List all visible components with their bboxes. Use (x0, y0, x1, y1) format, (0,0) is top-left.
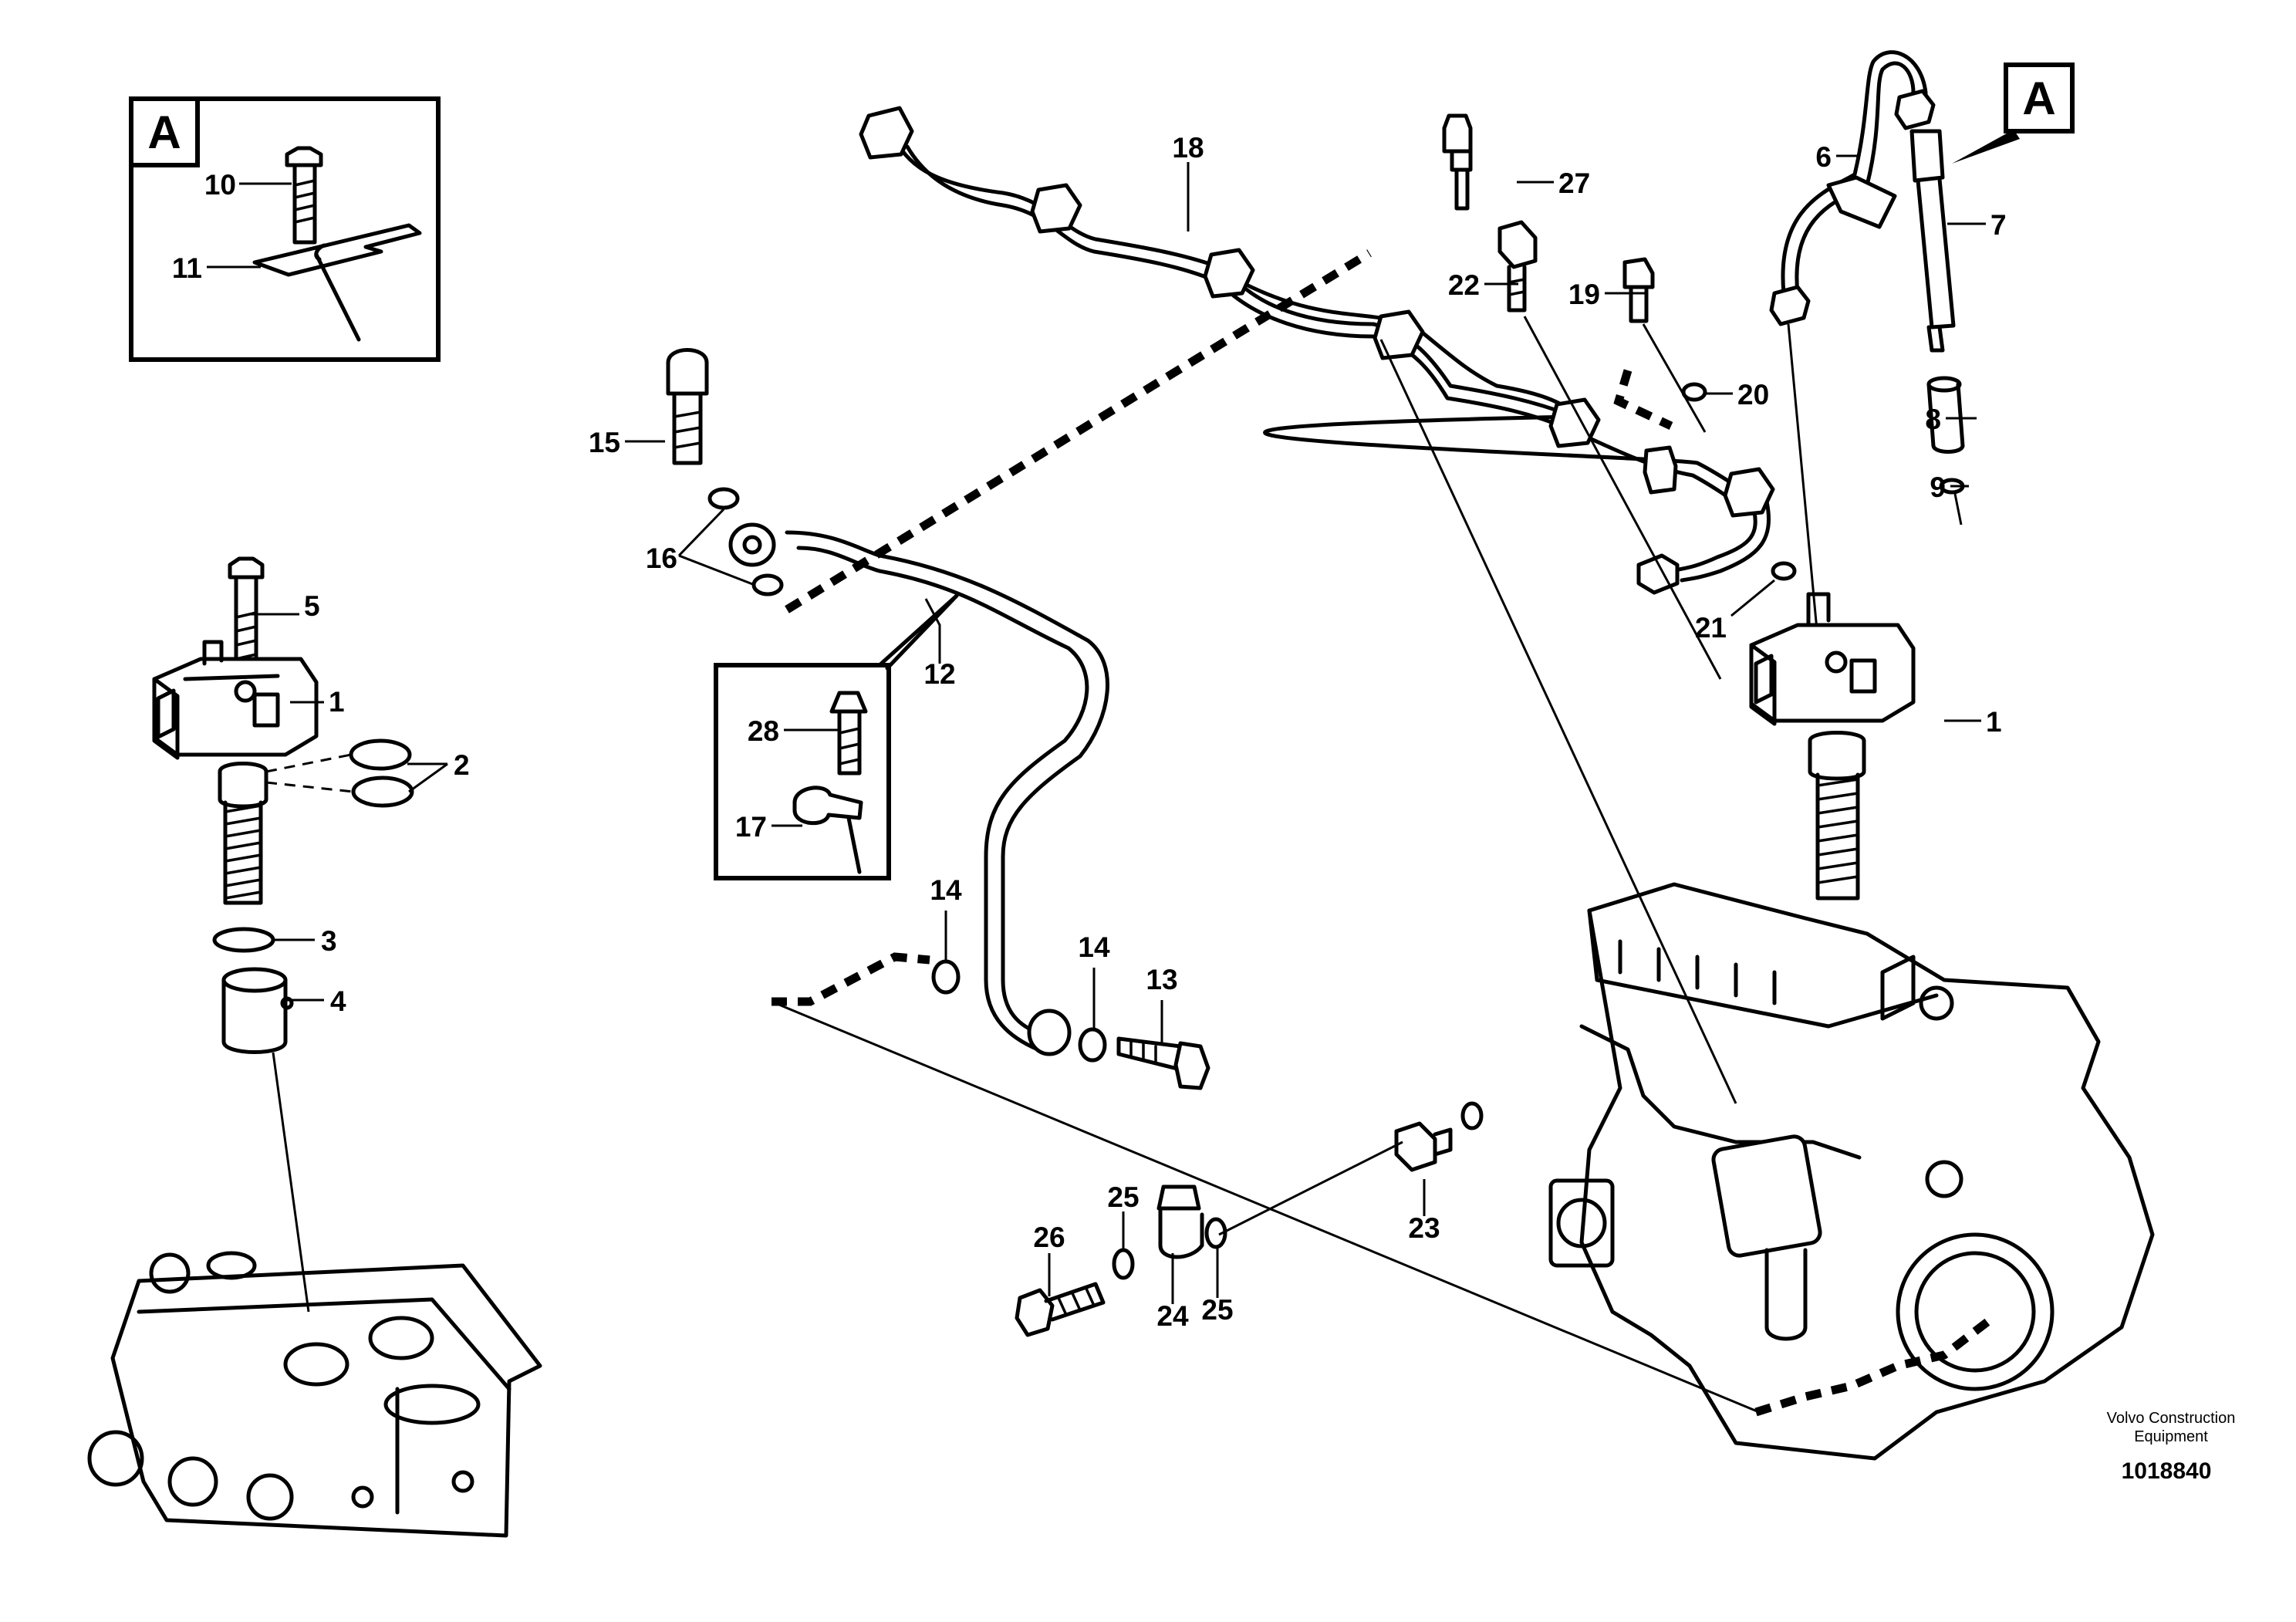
callout-12: 12 (923, 658, 955, 690)
company-name-line2: Equipment (2134, 1428, 2208, 1445)
clamp-18a (1030, 183, 1082, 234)
washer-25b (1204, 1217, 1227, 1249)
o-ring-2b (351, 776, 414, 808)
callout-9: 9 (1930, 471, 1946, 503)
banjo-bolt-15 (666, 348, 709, 465)
bolt-19 (1622, 257, 1655, 323)
o-ring-3 (212, 927, 275, 953)
callout-15: 15 (589, 427, 620, 458)
dashed-path-left (772, 952, 930, 1006)
document-number: 1018840 (2122, 1458, 2212, 1484)
callout-17: 17 (735, 811, 767, 843)
retainer-plate-11 (252, 223, 422, 342)
unit-pump-left (152, 556, 414, 1313)
callout-20: 20 (1737, 379, 1769, 411)
callout-24: 24 (1156, 1300, 1189, 1332)
sensor-27 (1442, 113, 1473, 211)
footer: Volvo Construction Equipment 1018840 (2107, 1410, 2236, 1484)
callout-28: 28 (748, 715, 779, 747)
washer-14b (1078, 1027, 1107, 1063)
callout-leaders (207, 154, 1986, 1304)
company-name-line1: Volvo Construction (2107, 1410, 2236, 1427)
unit-pump-right (1749, 592, 1916, 901)
callout-3: 3 (321, 925, 337, 957)
callout-27: 27 (1558, 167, 1590, 199)
washer-14a (931, 959, 961, 995)
callout-26: 26 (1033, 1222, 1065, 1253)
injector-7 (1909, 129, 1956, 353)
detail-view-a: A (129, 96, 441, 362)
clamp-18c (1373, 309, 1425, 360)
washer-16a (707, 487, 740, 510)
clamp-18e (1723, 467, 1775, 518)
washer-20 (1681, 382, 1707, 402)
callout-8: 8 (1925, 404, 1941, 435)
fuel-line-18 (859, 106, 1775, 595)
callout-1-right: 1 (1986, 706, 2002, 738)
sleeve-8 (1926, 376, 1965, 454)
callout-13: 13 (1146, 964, 1177, 995)
leader-rail-to-engine (1379, 339, 1737, 1104)
callout-23: 23 (1408, 1212, 1440, 1244)
dashed-path-right (1613, 369, 1673, 430)
clamp-18f (1643, 445, 1678, 495)
fitting-18a (859, 106, 914, 160)
callout-11: 11 (172, 252, 202, 284)
washer-23 (1460, 1101, 1484, 1130)
engine-block (1548, 882, 2155, 1461)
bolt-10 (285, 146, 323, 245)
callout-19: 19 (1568, 279, 1600, 310)
callout-14-right: 14 (1078, 931, 1110, 963)
callout-labels: 10 11 5 1 2 3 4 15 16 12 28 17 18 14 14 … (172, 132, 2007, 1332)
callout-14-left: 14 (930, 874, 962, 906)
fitting-22 (1497, 220, 1538, 313)
callout-22: 22 (1448, 269, 1480, 301)
callout-1-left: 1 (329, 686, 345, 718)
elbow-fitting-24 (1156, 1184, 1204, 1259)
clamp-detail-frame (714, 593, 959, 880)
callout-25-bottom: 25 (1201, 1294, 1233, 1326)
detail-view-letter: A (147, 106, 181, 158)
callout-18: 18 (1172, 132, 1204, 164)
banjo-bolt-26 (1015, 1282, 1106, 1337)
callout-25-top: 25 (1107, 1181, 1139, 1213)
fuel-pipe-12 (728, 522, 1109, 1056)
callout-10: 10 (204, 169, 236, 201)
callout-21: 21 (1695, 612, 1727, 644)
clamp-18d (1548, 397, 1601, 448)
callout-2: 2 (454, 749, 470, 781)
pipe-clamp-6 (1826, 175, 1897, 229)
fitting-23 (1394, 1121, 1453, 1172)
banjo-bolt-13 (1116, 1036, 1210, 1090)
injector-pipe-6 (1769, 50, 1936, 326)
washer-16b (751, 573, 784, 596)
callout-4: 4 (330, 985, 346, 1017)
view-marker-letter: A (2022, 73, 2055, 124)
callout-7: 7 (1990, 209, 2007, 241)
washer-25a (1112, 1248, 1135, 1280)
clamp-18b (1203, 248, 1255, 299)
washer-21 (1771, 561, 1797, 581)
long-leader-line (775, 1002, 1760, 1414)
sleeve-4 (221, 967, 294, 1054)
view-marker-a: A (1952, 63, 2075, 164)
o-ring-2a (349, 738, 412, 771)
nut-6a (1769, 285, 1811, 326)
callout-5: 5 (304, 590, 320, 622)
dashed-path-upper (785, 249, 1372, 613)
callout-6: 6 (1815, 141, 1832, 173)
nut-6b (1894, 89, 1936, 130)
callout-16: 16 (646, 542, 677, 574)
cylinder-head (87, 1251, 542, 1538)
